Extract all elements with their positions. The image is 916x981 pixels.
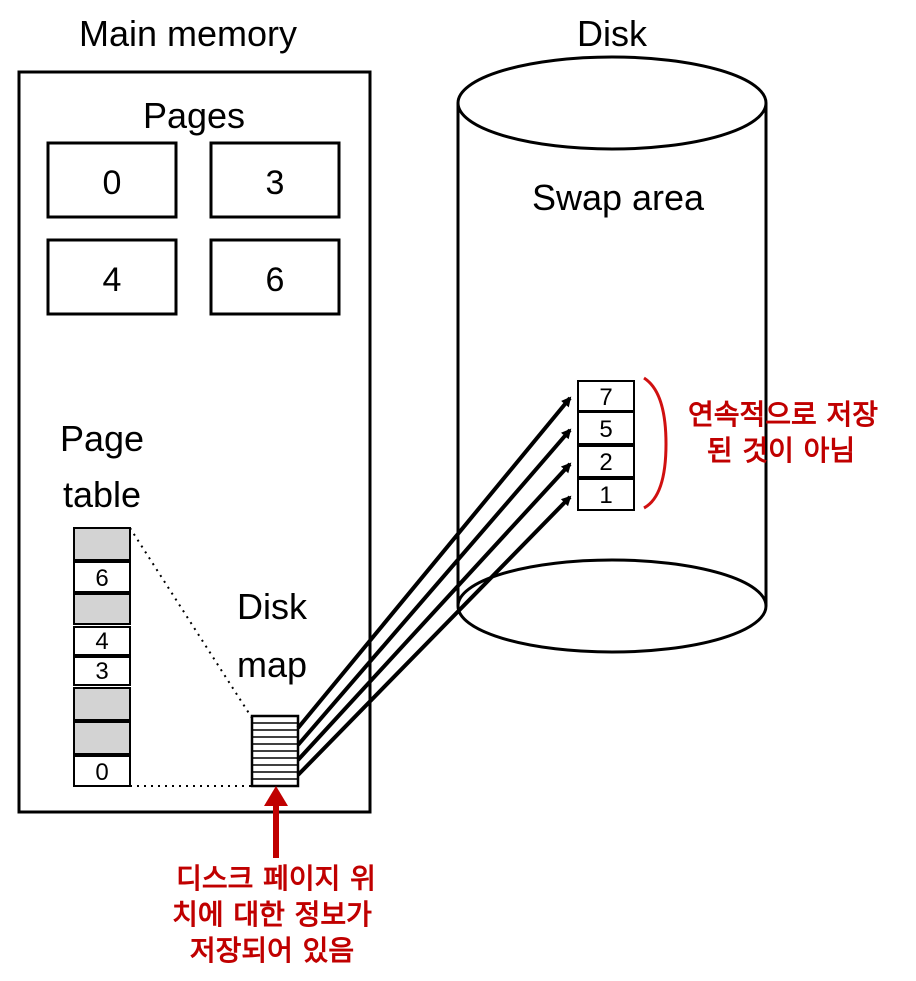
page-table-label-line1: Page bbox=[60, 418, 144, 459]
page-frame-number: 0 bbox=[103, 164, 122, 202]
page-table-entry-empty bbox=[73, 687, 131, 721]
arrow-to-slot-1 bbox=[296, 495, 572, 777]
dotted-connector-top bbox=[129, 527, 253, 719]
swap-slot-value: 1 bbox=[599, 482, 612, 509]
swap-slot bbox=[577, 411, 635, 445]
page-frame-number: 6 bbox=[266, 261, 285, 299]
swap-slots: 7 5 2 1 bbox=[577, 380, 635, 511]
swap-slot-value: 7 bbox=[599, 384, 612, 411]
page-table-entry bbox=[73, 755, 131, 787]
map-note-line3: 저장되어 있음 bbox=[190, 934, 354, 967]
arrow-to-slot-2 bbox=[296, 462, 572, 762]
page-table-entry-empty bbox=[73, 593, 131, 625]
page-frame bbox=[46, 141, 178, 219]
page-table-label-line2: table bbox=[63, 474, 141, 515]
page-table-entry bbox=[73, 561, 131, 593]
swap-slot bbox=[577, 478, 635, 511]
page-frame bbox=[46, 238, 178, 316]
map-note-line2: 치에 대한 정보가 bbox=[172, 898, 372, 931]
disk-title: Disk bbox=[577, 13, 648, 54]
disk-map bbox=[250, 714, 300, 788]
page-frame-number: 3 bbox=[266, 164, 285, 202]
map-note-line1: 디스크 페이지 위 bbox=[176, 862, 376, 895]
main-memory-box bbox=[17, 70, 372, 814]
disk-map-label-line1: Disk bbox=[237, 586, 308, 627]
arrow-to-slot-5 bbox=[296, 428, 572, 747]
page-table-entry-empty bbox=[73, 721, 131, 755]
page-frame-number: 4 bbox=[103, 261, 122, 299]
swap-note-line1: 연속적으로 저장 bbox=[688, 398, 878, 431]
arrow-to-slot-7 bbox=[296, 396, 572, 730]
swap-slot-value: 5 bbox=[599, 416, 612, 443]
page-table-entry bbox=[73, 626, 131, 656]
red-arrow-head bbox=[264, 786, 288, 806]
red-bracket bbox=[643, 376, 668, 510]
page-table-entry bbox=[73, 656, 131, 686]
page-frame bbox=[209, 238, 341, 316]
disk-cylinder bbox=[456, 55, 768, 654]
swap-slot bbox=[577, 445, 635, 478]
pages-label: Pages bbox=[143, 95, 245, 136]
swap-slot bbox=[577, 380, 635, 412]
page-table-entry-value: 4 bbox=[95, 628, 108, 655]
main-memory-title: Main memory bbox=[79, 13, 297, 54]
page-frame bbox=[209, 141, 341, 219]
page-table-entry-value: 3 bbox=[95, 658, 108, 685]
disk-map-label-line2: map bbox=[237, 644, 307, 685]
page-table-entry-value: 0 bbox=[95, 759, 108, 786]
page-table: 6 4 3 0 bbox=[73, 527, 131, 787]
swap-note-line2: 된 것이 아님 bbox=[707, 434, 855, 467]
page-table-entry-value: 6 bbox=[95, 565, 108, 592]
page-table-entry-empty bbox=[73, 527, 131, 561]
swap-area-label: Swap area bbox=[532, 177, 705, 218]
swap-slot-value: 2 bbox=[599, 449, 612, 476]
